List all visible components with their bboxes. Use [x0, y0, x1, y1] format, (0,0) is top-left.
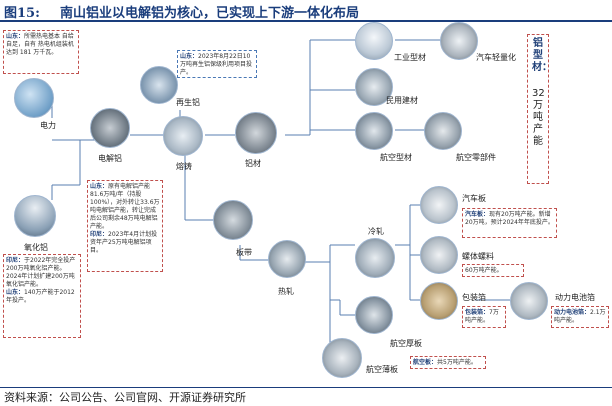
aero-profile-label: 航空型材	[380, 153, 412, 162]
note-coil-text: 60万吨产能。	[465, 267, 503, 274]
screw-coil-label: 螺体螺料	[462, 252, 494, 261]
source-note: 资料来源：公司公告、公司官网、开源证券研究所	[4, 391, 246, 404]
note-foil: 包装箔：7万吨产能。	[462, 306, 506, 328]
battery-foil-label: 动力电池箔	[555, 293, 595, 302]
strip-label: 板带	[236, 248, 252, 257]
casting-label: 熔铸	[176, 162, 192, 171]
note-electrolytic: 山东：原有电解铝产能81.6万吨/年（持股100%），对外转让33.6万吨电解铝…	[87, 180, 163, 272]
recycled-label: 再生铝	[176, 98, 200, 107]
auto-sheet-image	[420, 186, 458, 224]
note-foil-key: 包装箔：	[465, 309, 490, 316]
side-value-text: 32万吨产能	[532, 88, 545, 147]
note-battery: 动力电池箔：2.1万吨产能。	[551, 306, 609, 328]
note-electrolytic-1-key: 山东：	[90, 183, 109, 190]
screw-coil-image	[420, 236, 458, 274]
battery-foil-image	[510, 282, 548, 320]
cold-roll-label: 冷轧	[368, 227, 384, 236]
cold-roll-image	[355, 238, 395, 278]
electrolytic-label: 电解铝	[98, 154, 122, 163]
note-battery-text: 2.1万吨产能。	[554, 309, 606, 324]
recycled-image	[140, 66, 178, 104]
civil-label: 民用建材	[386, 96, 418, 105]
note-coil: 60万吨产能。	[462, 264, 524, 277]
aero-sheet-label: 航空薄板	[366, 365, 398, 374]
note-alumina-1-key: 印尼：	[6, 257, 25, 264]
hot-roll-label: 热轧	[278, 287, 294, 296]
alumina-label: 氧化铝	[24, 243, 48, 252]
strip-image	[213, 200, 253, 240]
note-foil-text: 7万吨产能。	[465, 309, 499, 324]
side-key: 铝型材：	[532, 38, 552, 74]
note-power-text: 所需热电基本 自给自足，自有 热电机组装机达到 181 万千瓦。	[6, 33, 74, 56]
note-electrolytic-1-text: 原有电解铝产能81.6万吨/年（持股100%），对外转让33.6万吨电解铝产能，…	[90, 183, 160, 230]
aero-thick-label: 航空厚板	[390, 339, 422, 348]
note-auto-sheet: 汽车板：现有20万吨产能。新增20万吨，预计2024年年底投产。	[462, 208, 557, 238]
side-value: 32万吨产能	[532, 88, 545, 148]
note-battery-key: 动力电池箔：	[554, 309, 591, 316]
note-electrolytic-2-text: 2023年4月计划投资年产25万吨电解铝项目。	[90, 231, 158, 254]
note-alumina-1-text: 于2022年完全投产200万吨氧化铝产能。2024年计划扩建200万吨氧化铝产能…	[6, 257, 76, 288]
aero-profile-image	[355, 112, 393, 150]
civil-image	[355, 68, 393, 106]
profile-label: 铝材	[245, 159, 261, 168]
profile-image	[235, 112, 277, 154]
side-key-text: 铝型材：	[532, 38, 552, 73]
auto-sheet-label: 汽车板	[462, 194, 486, 203]
footer-rule	[0, 387, 612, 388]
aero-parts-label: 航空零部件	[456, 153, 496, 162]
note-recycled: 山东：2023年8月22日10万吨再生铝保级利用项目投产。	[177, 50, 257, 78]
note-power-key: 山东：	[6, 33, 25, 40]
note-alumina-2-text: 140万产能于2012年投产。	[6, 289, 75, 304]
figure-title: 图15: 南山铝业以电解铝为核心，已实现上下游一体化布局	[0, 0, 612, 21]
electric-label: 电力	[40, 121, 56, 130]
note-aero-sheet: 航空板：共5万吨产能。	[410, 356, 486, 369]
note-auto-sheet-key: 汽车板：	[465, 211, 490, 218]
note-recycled-key: 山东：	[180, 53, 199, 60]
note-electrolytic-2-key: 印尼：	[90, 231, 109, 238]
note-auto-sheet-text: 现有20万吨产能。新增20万吨，预计2024年年底投产。	[465, 211, 554, 226]
hot-roll-image	[268, 240, 306, 278]
note-power: 山东：所需热电基本 自给自足，自有 热电机组装机达到 181 万千瓦。	[3, 30, 79, 74]
auto-lightweight-image	[440, 22, 478, 60]
industrial-label: 工业型材	[394, 53, 426, 62]
electric-plant-image	[14, 78, 54, 118]
aero-parts-image	[424, 112, 462, 150]
auto-lightweight-label: 汽车轻量化	[476, 53, 516, 62]
figure-caption: 南山铝业以电解铝为核心，已实现上下游一体化布局	[60, 6, 360, 21]
aero-thick-image	[355, 296, 393, 334]
note-aero-text: 共5万吨产能。	[437, 359, 477, 366]
side-capacity-box	[527, 34, 549, 184]
note-alumina: 印尼：于2022年完全投产200万吨氧化铝产能。2024年计划扩建200万吨氧化…	[3, 254, 81, 338]
note-aero-key: 航空板：	[413, 359, 438, 366]
foil-label: 包装箔	[462, 293, 486, 302]
note-recycled-text: 2023年8月22日10万吨再生铝保级利用项目投产。	[180, 53, 253, 76]
electrolytic-plant-image	[90, 108, 130, 148]
title-rule	[0, 20, 612, 22]
industrial-image	[355, 22, 393, 60]
alumina-plant-image	[14, 195, 56, 237]
aero-sheet-image	[322, 338, 362, 378]
figure-number: 图15:	[4, 6, 40, 21]
foil-image	[420, 282, 458, 320]
note-alumina-2-key: 山东：	[6, 289, 25, 296]
casting-image	[163, 116, 203, 156]
